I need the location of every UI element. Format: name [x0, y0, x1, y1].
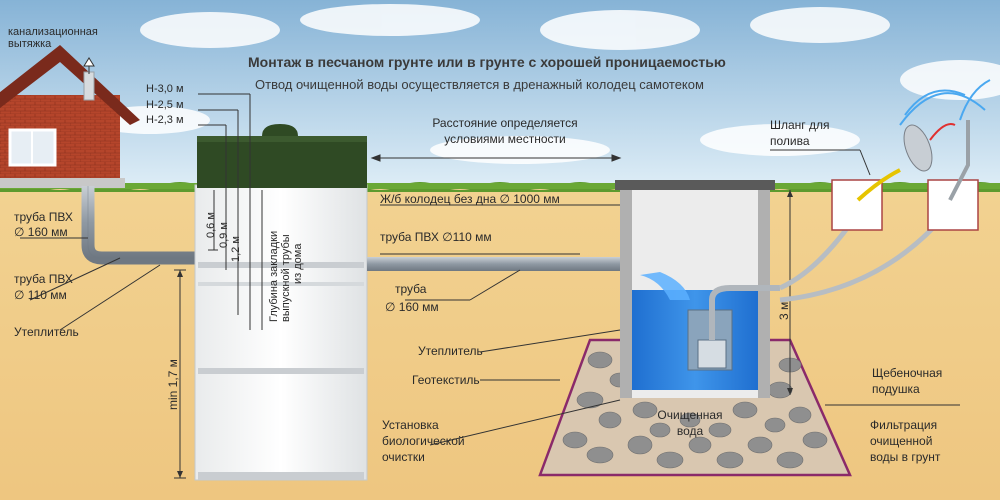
- label-vent-line2: вытяжка: [8, 38, 52, 50]
- label-dim-06: 0,6 м: [205, 212, 217, 238]
- label-dim-3m: 3 м: [777, 301, 791, 320]
- label-depth-pipe-line1: Глубина закладки: [268, 230, 280, 322]
- label-hose-line2: полива: [770, 134, 810, 148]
- label-pipe110-left-line2: ∅ 110 мм: [14, 288, 67, 302]
- label-hose-line1: Шланг для: [770, 118, 830, 132]
- label-h23: Н-2,3 м: [146, 114, 184, 126]
- gravel-bed: [538, 338, 852, 477]
- label-pipe160-left-line2: ∅ 160 мм: [14, 225, 68, 239]
- label-depth-pipe-line3: из дома: [292, 243, 304, 284]
- label-pipe110-left-line1: труба ПВХ: [14, 272, 73, 286]
- treatment-unit: [194, 124, 368, 481]
- label-gravel-line1: Щебеночная: [872, 366, 943, 380]
- diagram-title: Монтаж в песчаном грунте или в грунте с …: [248, 54, 726, 70]
- label-dim-09: 0,9 м: [218, 222, 230, 248]
- label-vent-line1: канализационная: [8, 26, 98, 38]
- label-h25: Н-2,5 м: [146, 99, 184, 111]
- diagram-subtitle: Отвод очищенной воды осуществляется в др…: [255, 77, 704, 92]
- label-insulation-left: Утеплитель: [14, 325, 79, 339]
- label-pipe160-left-line1: труба ПВХ: [14, 210, 73, 224]
- drainage-well: [615, 180, 780, 398]
- label-filtration-line2: очищенной: [870, 434, 933, 448]
- dimension-lines: [174, 93, 263, 479]
- label-filtration-line3: воды в грунт: [870, 450, 941, 464]
- house: [0, 45, 140, 188]
- label-distance-line1: Расстояние определяется: [432, 116, 578, 130]
- label-unit-line2: биологической: [382, 434, 465, 448]
- house-outlet-pipe: [81, 186, 200, 265]
- label-dim-12: 1,2 м: [230, 236, 242, 262]
- label-depth-pipe-line2: выпускной трубы: [280, 234, 292, 322]
- label-unit-line3: очистки: [382, 450, 425, 464]
- label-cleaned-water-line1: Очищенная: [657, 408, 723, 422]
- label-cleaned-water-line2: вода: [676, 424, 704, 438]
- label-min17: min 1,7 м: [166, 359, 180, 410]
- label-filtration-line1: Фильтрация: [870, 418, 938, 432]
- label-pipe160-mid-line1: труба: [395, 282, 427, 296]
- outlet-pipe: [367, 257, 637, 271]
- distance-arrow: [370, 154, 622, 162]
- leader-lines: [20, 149, 960, 446]
- label-unit-line1: Установка: [382, 418, 439, 432]
- label-h30: Н-3,0 м: [146, 83, 184, 95]
- label-pipe110: труба ПВХ ∅110 мм: [380, 230, 492, 244]
- soil: [0, 186, 1000, 500]
- label-well: Ж/б колодец без дна ∅ 1000 мм: [380, 192, 560, 206]
- label-distance-line2: условиями местности: [444, 132, 566, 146]
- irrigation-hoses: [778, 79, 991, 303]
- label-gravel-line2: подушка: [872, 382, 920, 396]
- label-geotextile: Геотекстиль: [412, 373, 480, 387]
- label-pipe160-mid-line2: ∅ 160 мм: [385, 300, 439, 314]
- label-insulation-mid: Утеплитель: [418, 344, 483, 358]
